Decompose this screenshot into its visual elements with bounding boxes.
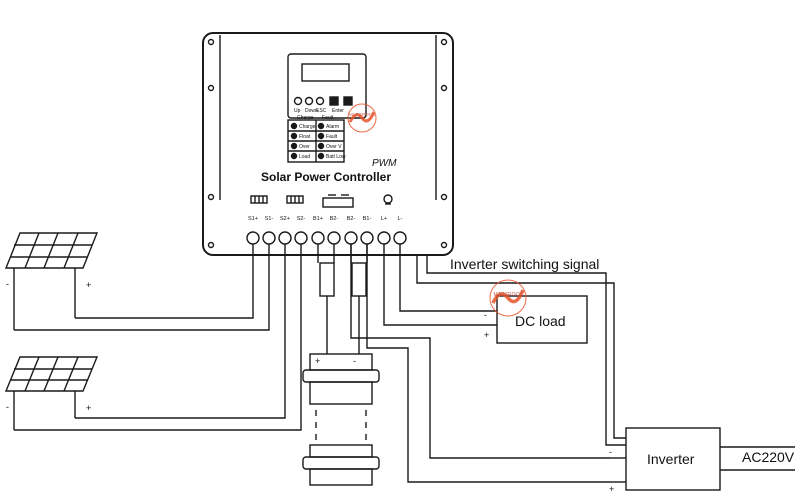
dc-load-label: DC load	[515, 313, 566, 329]
terminal-label-2: S1-	[265, 216, 274, 222]
battery-minus: -	[353, 356, 356, 366]
indicator-label-2: Float	[299, 134, 311, 140]
indicator-label-4: Load	[299, 154, 310, 160]
watermark-text-1: MARSROCK	[349, 112, 375, 117]
load-plus: +	[484, 330, 489, 340]
indicator-label-1: Charge	[299, 124, 316, 130]
terminal-label-7: B2-	[347, 216, 356, 222]
indicator-label-5: Alarm	[326, 124, 339, 130]
load-bulb-icon	[383, 194, 393, 205]
terminal-label-5: B1+	[313, 216, 323, 222]
inverter-signal-label: Inverter switching signal	[450, 256, 599, 272]
button-label-up: Up	[294, 108, 301, 114]
wiring	[14, 244, 795, 491]
panel-2-plus: +	[86, 403, 91, 413]
inverter-minus: -	[609, 447, 612, 457]
status-indicator-panel	[287, 119, 345, 163]
button-label-esc: ESC	[316, 108, 327, 114]
solar-power-controller	[202, 32, 454, 256]
terminal-label-9: L+	[381, 216, 387, 222]
indicator-label-7: Over V	[326, 144, 342, 150]
terminal-label-3: S2+	[280, 216, 290, 222]
solar-array-1-icon	[250, 195, 268, 204]
solar-panel-2	[4, 356, 99, 430]
controller-title: Solar Power Controller	[261, 170, 391, 184]
indicator-header-fault: Fault	[322, 115, 334, 121]
lcd-display	[287, 53, 367, 119]
inverter-label: Inverter	[647, 451, 695, 467]
indicator-label-3: Over	[299, 144, 310, 150]
indicator-label-8: Batt Low	[326, 154, 346, 160]
terminal-label-8: B1-	[363, 216, 372, 222]
terminal-label-10: L-	[398, 216, 403, 222]
button-label-down: Down	[305, 108, 318, 114]
polarity-marks: - + - + + - - + - +	[6, 279, 614, 494]
terminal-label-1: S1+	[248, 216, 258, 222]
inverter-plus: +	[609, 484, 614, 494]
indicator-label-6: Fault	[326, 134, 338, 140]
panel-2-minus: -	[6, 402, 9, 412]
terminal-block	[246, 231, 407, 245]
watermark-text-2: MARSROCK	[494, 292, 524, 298]
terminal-label-4: S2-	[297, 216, 306, 222]
pwm-label: PWM	[372, 158, 397, 169]
marsrock-logo-2: MARSROCK	[489, 279, 527, 317]
battery-icon	[322, 194, 354, 208]
controller-labels: PWM Solar Power Controller Up Down ESC E…	[248, 108, 403, 222]
ac-output-label: AC220V	[742, 449, 795, 465]
indicator-header-charge: Charge	[297, 115, 314, 121]
solar-panel-1	[4, 232, 99, 330]
load-minus: -	[484, 310, 487, 320]
battery-plus: +	[315, 356, 320, 366]
panel-1-plus: +	[86, 280, 91, 290]
marsrock-logo: MARSROCK	[347, 103, 377, 133]
terminal-label-6: B2-	[330, 216, 339, 222]
button-label-enter: Enter	[332, 108, 344, 114]
solar-array-2-icon	[286, 195, 304, 204]
panel-1-minus: -	[6, 279, 9, 289]
